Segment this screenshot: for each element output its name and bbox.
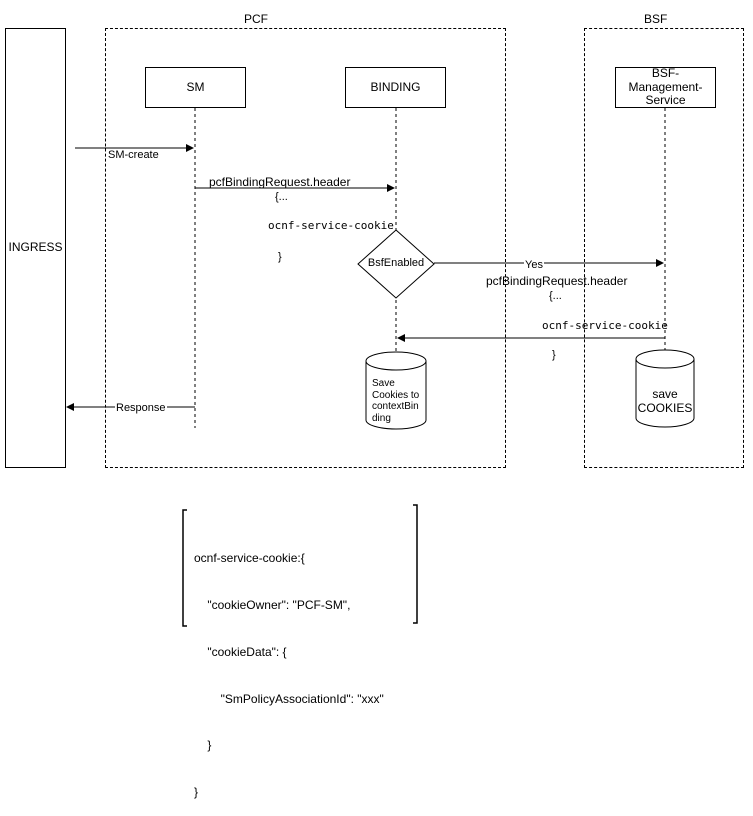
binding-request-2-close: } [552,349,556,361]
ingress-label: INGRESS [8,240,63,255]
sm-create-label: SM-create [107,149,160,161]
cookie-json-note: ocnf-service-cookie:{ "cookieOwner": "PC… [194,520,384,816]
ingress-participant: INGRESS [5,28,66,468]
binding-request-1-open: {... [275,191,288,203]
json-note-bracket [182,504,418,627]
sm-label: SM [186,79,205,94]
bsf-group-title: BSF [644,12,668,26]
note-line3: "cookieData": { [194,644,287,659]
bsf-enabled-decision [357,229,435,299]
context-store-line3: contextBin [372,401,419,412]
bsf-service-label-line1: BSF- [651,65,680,80]
context-store-line4: ding [372,412,391,424]
binding-request-2-header: pcfBindingRequest.header [486,274,628,288]
response-label: Response [115,402,167,414]
context-store-line2: Cookies to [372,389,420,401]
bsf-cookie-store-label: save COOKIES [636,387,694,416]
bsf-group-frame [584,28,744,468]
note-line1: ocnf-service-cookie:{ [194,551,305,566]
bsf-service-label-line2: Management- [628,79,703,94]
note-line2: "cookieOwner": "PCF-SM", [194,597,351,612]
context-binding-store [365,351,427,430]
binding-request-1-close: } [278,251,282,263]
note-line5: } [194,738,212,753]
bsf-service-participant: BSF- Management- Service [615,65,716,108]
sm-participant: SM [145,67,246,108]
binding-request-2-open: {... [549,290,562,302]
binding-label: BINDING [370,79,421,94]
diagram-connectors [66,108,695,627]
bsf-enabled-label: BsfEnabled [367,257,425,269]
context-binding-store-label: Save Cookies to contextBin ding [372,378,419,424]
pcf-group-title: PCF [244,12,268,26]
bsf-service-label-line3: Service [645,93,686,108]
binding-participant: BINDING [345,67,446,108]
binding-request-2-cookie: ocnf-service-cookie [542,319,668,332]
note-line6: } [194,785,199,800]
bsf-store-line2: COOKIES [637,400,693,415]
pcf-group-frame [105,28,506,468]
yes-label: Yes [524,259,544,271]
bsf-cookie-store [635,349,695,428]
binding-request-1-header: pcfBindingRequest.header [209,175,351,189]
binding-request-1-cookie: ocnf-service-cookie [268,219,394,232]
note-line4: "SmPolicyAssociationId": "xxx" [194,691,384,706]
bsf-store-line1: save [652,387,678,401]
context-store-line1: Save [372,378,395,389]
